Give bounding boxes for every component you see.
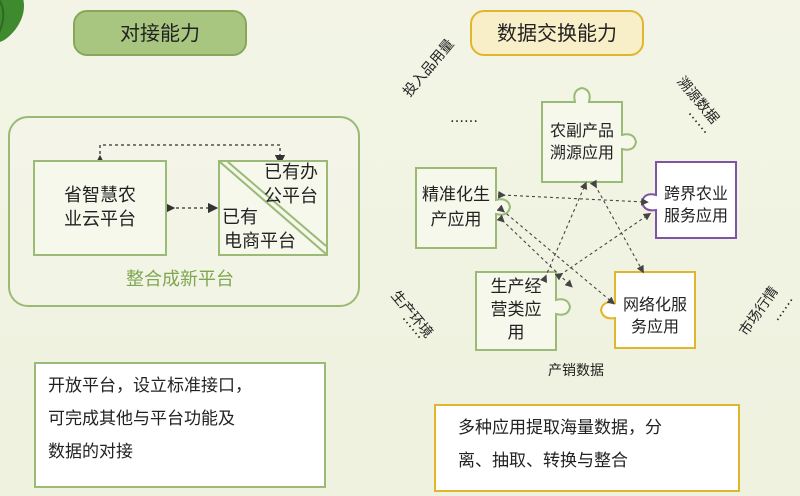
agri-trace-piece [541,86,638,183]
agri-trace-line1: 农副产品 [549,121,614,140]
network-line1: 网络化服 [622,295,687,314]
extraction-line2: 离、抽取、转换与整合 [458,451,628,471]
inputs-ellipsis: …… [450,110,478,126]
cross-border-line1: 跨界农业 [663,184,728,203]
sales-data-label: 产销数据 [548,363,604,379]
precision-line1: 精准化生 [422,185,490,205]
agri-trace-line2: 溯源应用 [549,143,614,162]
operation-line1: 生产经 [490,277,542,297]
leaf-decoration-icon [0,0,24,42]
operation-line3: 用 [507,323,525,343]
title-docking-capability: 对接能力 [73,10,247,56]
precision-line2: 产应用 [430,210,482,230]
open-platform-line3: 数据的对接 [48,442,133,462]
ecommerce-platform-line2: 电商平台 [224,231,296,252]
data-extraction-description: 多种应用提取海量数据，分 离、抽取、转换与整合 [434,404,740,492]
open-platform-line1: 开放平台，设立标准接口， [48,376,252,396]
operation-line2: 营类应 [490,300,542,320]
ecommerce-platform-line1: 已有 [222,207,258,228]
docking-connectors [94,144,286,214]
office-platform-line1: 已有办 [264,162,318,183]
extraction-line1: 多种应用提取海量数据，分 [458,418,662,438]
office-platform-line2: 公平台 [264,186,318,207]
title-data-exchange-capability: 数据交换能力 [470,10,644,56]
open-platform-description: 开放平台，设立标准接口， 可完成其他与平台功能及 数据的对接 [34,362,326,488]
existing-platforms-box: 已有办 公平台 已有 电商平台 [218,160,328,256]
provincial-smart-agri-cloud-box: 省智慧农 业云平台 [33,160,167,256]
box-a-line1: 省智慧农 [64,185,136,206]
box-a-line2: 业云平台 [64,209,136,230]
diagonal-split [220,162,326,254]
integrate-new-platform-label: 整合成新平台 [126,269,234,290]
cross-border-line2: 服务应用 [663,206,728,225]
open-platform-line2: 可完成其他与平台功能及 [48,409,235,429]
precision-piece [415,167,512,249]
network-line2: 务应用 [630,317,679,336]
puzzle-diagram [415,86,737,351]
